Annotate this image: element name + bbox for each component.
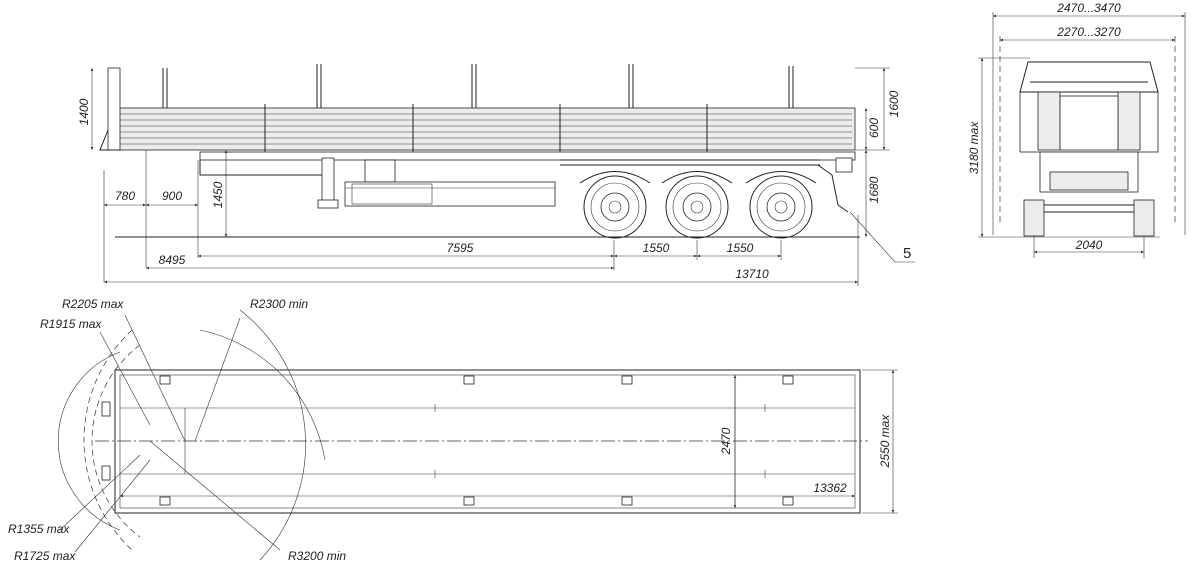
dim-13362: 13362: [813, 481, 847, 495]
dim-width-outer: 2470...3470: [1056, 1, 1121, 15]
dim-1550-b: 1550: [727, 241, 754, 255]
top-view: R2205 max R1915 max R2300 min R1355 max …: [8, 297, 898, 563]
dim-r1725: R1725 max: [14, 549, 76, 563]
wheel-2: [665, 175, 729, 239]
dim-height-max: 3180 max: [967, 121, 981, 175]
rear-view: 2470...3470 2270...3270 3180 max 2040: [967, 1, 1186, 258]
platform-sideboard: [114, 107, 856, 151]
dim-600: 600: [867, 118, 881, 138]
dim-13710: 13710: [735, 267, 769, 281]
dim-1600: 1600: [887, 90, 901, 117]
dim-2470: 2470: [719, 427, 733, 455]
side-view: 1400 780 900 1450 7595 8495 1550 1550 13…: [77, 64, 915, 286]
dim-r2205: R2205 max: [62, 297, 124, 311]
wheel-1: [583, 175, 647, 239]
dim-780: 780: [115, 189, 135, 203]
dim-width-inner: 2270...3270: [1056, 25, 1121, 39]
dim-1550-a: 1550: [643, 241, 670, 255]
dim-r1355: R1355 max: [8, 522, 70, 536]
dim-1400: 1400: [77, 98, 91, 125]
dim-track: 2040: [1075, 238, 1103, 252]
dim-r1915: R1915 max: [40, 317, 102, 331]
dim-900: 900: [162, 189, 182, 203]
callout-5: 5: [903, 245, 911, 262]
dim-2550-max: 2550 max: [878, 414, 892, 469]
dim-r3200: R3200 min: [288, 549, 346, 563]
dim-1450: 1450: [211, 181, 225, 208]
dim-8495: 8495: [159, 253, 186, 267]
dim-7595: 7595: [447, 241, 474, 255]
wheel-3: [749, 175, 813, 239]
dim-r2300: R2300 min: [250, 297, 308, 311]
dim-1680: 1680: [867, 176, 881, 203]
